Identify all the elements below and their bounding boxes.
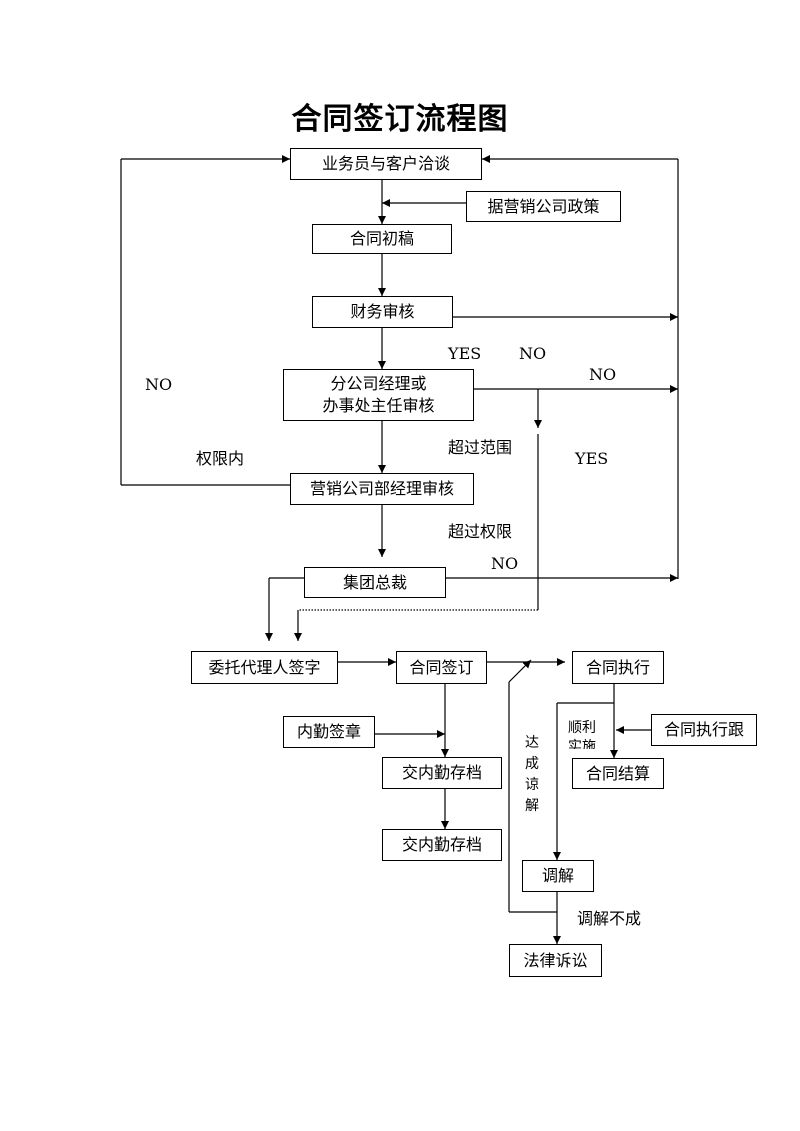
- node-branch-review-line2: 办事处主任审核: [322, 396, 435, 415]
- label-agreement-4: 解: [525, 798, 539, 814]
- label-mediation-failed: 调解不成: [577, 909, 642, 928]
- label-no-president: NO: [491, 554, 519, 573]
- node-internal-seal: 内勤签章: [283, 716, 375, 748]
- label-within-authority: 权限内: [196, 449, 245, 468]
- label-yes-finance: YES: [448, 344, 482, 363]
- arrow-agreement-to-execution: [508, 659, 532, 683]
- node-archive-2: 交内勤存档: [382, 829, 502, 861]
- label-exceed-scope: 超过范围: [448, 438, 513, 457]
- node-contract-sign: 合同签订: [396, 651, 487, 684]
- label-no-branch: NO: [589, 365, 617, 384]
- node-contract-execution: 合同执行: [572, 651, 664, 684]
- label-agreement-1: 达: [525, 735, 539, 751]
- label-agreement-2: 成: [525, 756, 539, 772]
- node-branch-review-line1: 分公司经理或: [330, 374, 427, 393]
- label-smooth-impl-2: 实施: [568, 739, 596, 749]
- node-litigation: 法律诉讼: [509, 944, 602, 977]
- node-sales-policy: 据营销公司政策: [466, 191, 621, 222]
- label-exceed-authority: 超过权限: [448, 522, 513, 541]
- node-marketing-review: 营销公司部经理审核: [290, 473, 474, 505]
- node-negotiation: 业务员与客户洽谈: [290, 148, 482, 180]
- node-group-president: 集团总裁: [304, 567, 446, 598]
- label-yes-right: YES: [575, 449, 609, 468]
- node-first-draft: 合同初稿: [312, 224, 452, 254]
- page-title: 合同签订流程图: [291, 102, 509, 137]
- label-smooth-impl-1: 顺利: [568, 720, 596, 736]
- node-archive-1: 交内勤存档: [382, 757, 502, 789]
- label-no-finance: NO: [519, 344, 547, 363]
- node-settlement: 合同结算: [572, 758, 664, 789]
- node-agent-sign: 委托代理人签字: [191, 651, 338, 684]
- label-agreement-3: 谅: [525, 777, 539, 793]
- node-mediation: 调解: [522, 860, 594, 892]
- node-branch-review: 分公司经理或 办事处主任审核: [283, 369, 474, 421]
- node-execution-follow: 合同执行跟: [651, 714, 757, 746]
- label-no-left: NO: [145, 375, 173, 394]
- node-finance-review: 财务审核: [312, 296, 453, 328]
